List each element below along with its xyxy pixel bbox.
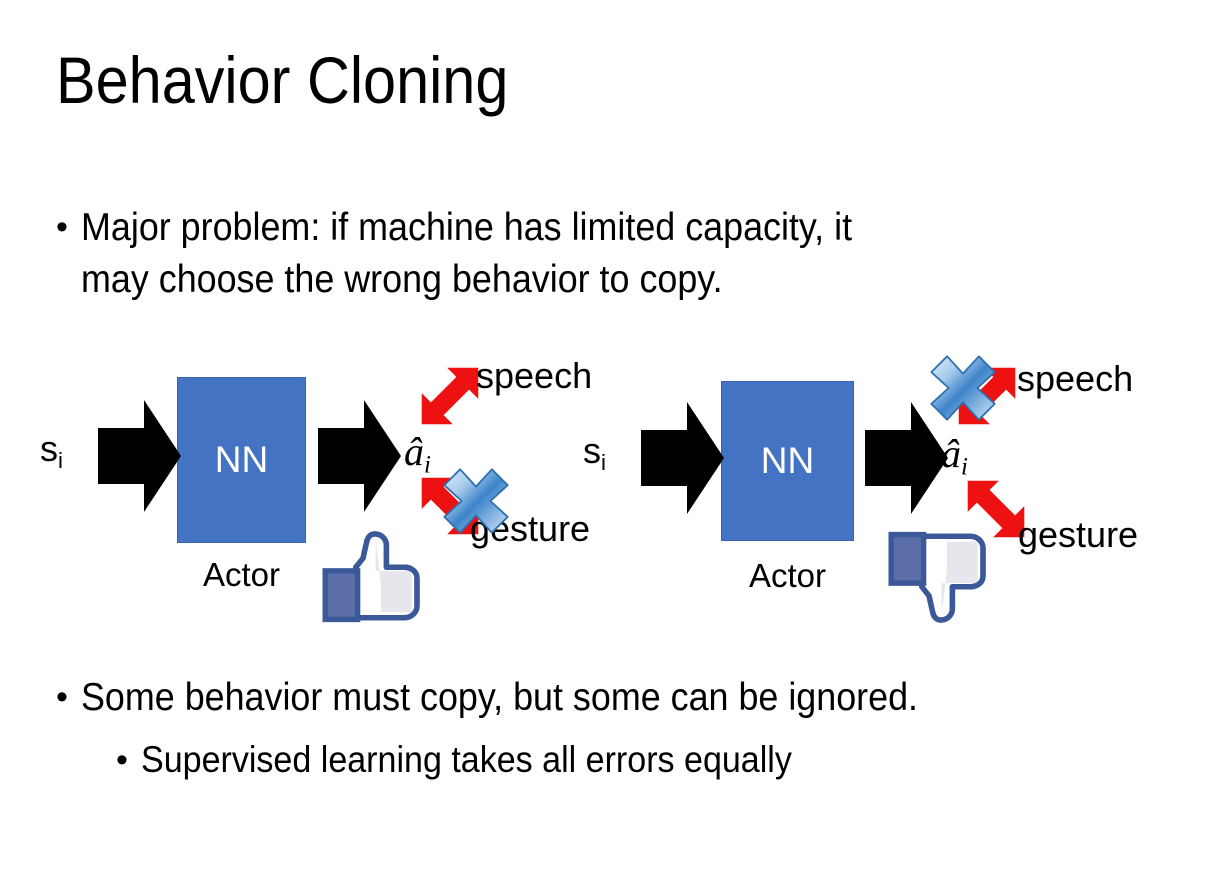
left-nn-label: NN (214, 439, 269, 480)
right-speech-label: speech (1017, 358, 1134, 399)
bullet-text: Supervised learning takes all errors equ… (140, 739, 792, 780)
right-output-arrow-icon (865, 402, 948, 514)
bullet-text: Some behavior must copy, but some can be… (80, 676, 918, 719)
bullet-text: Major problem: if machine has limited ca… (80, 206, 852, 301)
bullet-item-supervised-learning: • Supervised learning takes all errors e… (116, 735, 1176, 784)
left-input-label: si (40, 428, 63, 474)
left-speech-label: speech (476, 355, 593, 396)
bullet-marker-icon: • (56, 208, 68, 246)
left-nn-box: NN (177, 377, 306, 543)
left-output-arrow-icon (318, 400, 401, 512)
right-cross-out-icon (930, 355, 996, 421)
right-gesture-arrow-icon (967, 480, 1025, 538)
bullet-item-major-problem: • Major problem: if machine has limited … (56, 202, 1146, 306)
thumbs-down-icon (888, 531, 986, 623)
left-actor-caption: Actor (202, 556, 281, 593)
bullet-marker-icon: • (116, 741, 128, 779)
left-input-arrow-icon (98, 400, 181, 512)
right-nn-box: NN (721, 381, 854, 541)
bullet-marker-icon: • (56, 678, 68, 716)
right-output-label: âi (941, 431, 968, 481)
page-title: Behavior Cloning (56, 43, 509, 117)
left-output-label: âi (404, 429, 431, 479)
right-gesture-label: gesture (1018, 514, 1139, 555)
left-cross-out-icon (443, 468, 509, 534)
right-nn-label: NN (760, 440, 815, 481)
left-speech-arrow-icon (421, 367, 479, 425)
right-input-label: si (583, 430, 606, 476)
right-input-arrow-icon (641, 402, 724, 514)
bullet-item-some-behavior: • Some behavior must copy, but some can … (56, 672, 1176, 724)
thumbs-up-icon (322, 531, 420, 623)
right-actor-caption: Actor (748, 557, 827, 594)
